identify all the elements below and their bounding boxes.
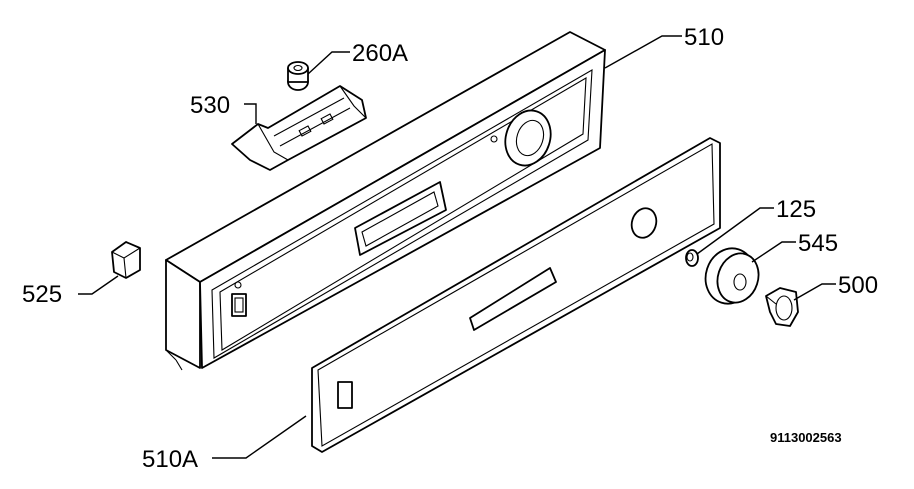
leader-525 <box>78 275 119 295</box>
part-510-panel-housing <box>165 31 606 371</box>
diagram-code: 9113002563 <box>770 430 842 445</box>
label-500: 500 <box>838 272 878 299</box>
part-510a-front-plate <box>311 137 721 453</box>
part-545-knob-ring <box>704 247 760 305</box>
label-525: 525 <box>22 281 62 308</box>
leader-260a <box>307 51 350 75</box>
part-260a-bushing <box>287 61 309 91</box>
label-530: 530 <box>190 92 230 119</box>
leader-500 <box>793 283 836 301</box>
label-260a: 260A <box>352 40 408 67</box>
leader-530 <box>244 103 257 124</box>
label-510a: 510A <box>142 446 198 473</box>
leader-510 <box>604 35 682 69</box>
part-125-spacer <box>685 249 699 267</box>
label-510: 510 <box>684 24 724 51</box>
leader-lines <box>78 35 836 459</box>
leader-510a <box>212 415 307 459</box>
leader-545 <box>751 241 796 263</box>
part-525-button-cap <box>111 241 141 279</box>
label-125: 125 <box>776 196 816 223</box>
leader-125 <box>696 207 774 255</box>
part-500-knob <box>765 287 799 327</box>
part-530-bracket <box>231 85 367 171</box>
label-545: 545 <box>798 230 838 257</box>
